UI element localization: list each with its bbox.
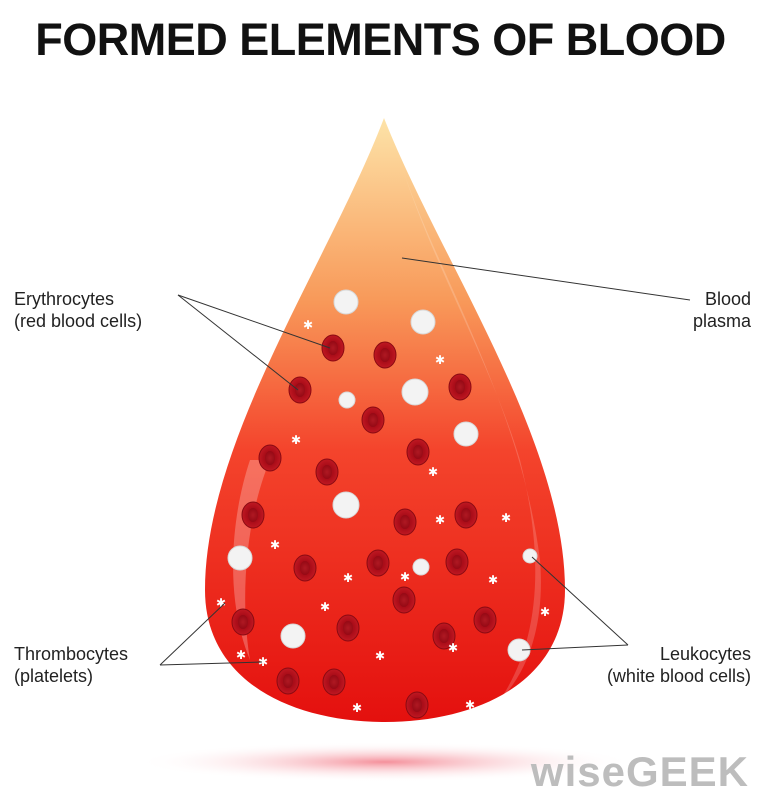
white-blood-cell	[410, 309, 436, 335]
red-blood-cell-center	[413, 445, 423, 459]
platelet: ✱	[291, 433, 301, 447]
thrombocytes-label-line2: (platelets)	[14, 666, 94, 686]
erythrocytes-label: Erythrocytes (red blood cells)	[14, 288, 142, 332]
leader-lines	[159, 257, 691, 666]
platelet: ✱	[216, 596, 226, 610]
drop-shadow	[135, 742, 635, 782]
platelet: ✱	[320, 600, 330, 614]
leukocytes-label-line1: Leukocytes	[659, 644, 751, 664]
erythrocytes-label-line1: Erythrocytes	[14, 289, 115, 309]
red-blood-cell-center	[452, 555, 462, 569]
blood-drop	[205, 118, 565, 722]
white-blood-cell	[401, 378, 429, 406]
red-blood-cell-center	[295, 383, 305, 397]
red-blood-cell-center	[380, 348, 390, 362]
red-blood-cell-center	[238, 615, 248, 629]
platelet: ✱	[343, 571, 353, 585]
platelet: ✱	[352, 701, 362, 715]
red-blood-cell-center	[461, 508, 471, 522]
platelet: ✱	[448, 641, 458, 655]
platelet: ✱	[303, 318, 313, 332]
platelet: ✱	[435, 513, 445, 527]
platelet: ✱	[375, 649, 385, 663]
platelet: ✱	[540, 605, 550, 619]
red-blood-cell-center	[343, 621, 353, 635]
platelet: ✱	[501, 511, 511, 525]
red-blood-cell-center	[412, 698, 422, 712]
red-blood-cell-center	[329, 675, 339, 689]
red-blood-cell-center	[322, 465, 332, 479]
platelet: ✱	[236, 648, 246, 662]
thrombocytes-label-line1: Thrombocytes	[14, 644, 129, 664]
leukocytes-label: Leukocytes (white blood cells)	[607, 643, 751, 687]
white-blood-cell	[280, 623, 306, 649]
white-blood-cell	[338, 391, 356, 409]
red-blood-cell-center	[400, 515, 410, 529]
red-blood-cell-center	[439, 629, 449, 643]
red-blood-cell-center	[265, 451, 275, 465]
thrombocytes-label: Thrombocytes (platelets)	[14, 643, 128, 687]
red-blood-cell-center	[455, 380, 465, 394]
erythrocytes-label-line2: (red blood cells)	[14, 311, 143, 331]
white-blood-cell	[332, 491, 360, 519]
platelet: ✱	[435, 353, 445, 367]
plasma-label-line2: plasma	[692, 311, 751, 331]
red-blood-cell-center	[399, 593, 409, 607]
platelet: ✱	[465, 698, 475, 712]
white-blood-cell	[412, 558, 430, 576]
red-blood-cell-center	[368, 413, 378, 427]
leukocytes-label-line2: (white blood cells)	[606, 666, 751, 686]
red-blood-cell-center	[283, 674, 293, 688]
page-title: FORMED ELEMENTS OF BLOOD	[35, 14, 726, 65]
white-blood-cell	[453, 421, 479, 447]
platelet: ✱	[258, 655, 268, 669]
red-blood-cell-center	[480, 613, 490, 627]
red-blood-cell-center	[248, 508, 258, 522]
platelet: ✱	[428, 465, 438, 479]
white-blood-cell	[227, 545, 253, 571]
watermark-logo: wiseGEEK	[530, 748, 749, 795]
plasma-label-line1: Blood	[704, 289, 751, 309]
plasma-label: Blood plasma	[693, 288, 751, 332]
red-blood-cell-center	[373, 556, 383, 570]
red-blood-cell-center	[328, 341, 338, 355]
white-blood-cell	[333, 289, 359, 315]
platelet: ✱	[400, 570, 410, 584]
white-blood-cell	[522, 548, 538, 564]
platelet: ✱	[488, 573, 498, 587]
red-blood-cell-center	[300, 561, 310, 575]
platelet: ✱	[270, 538, 280, 552]
